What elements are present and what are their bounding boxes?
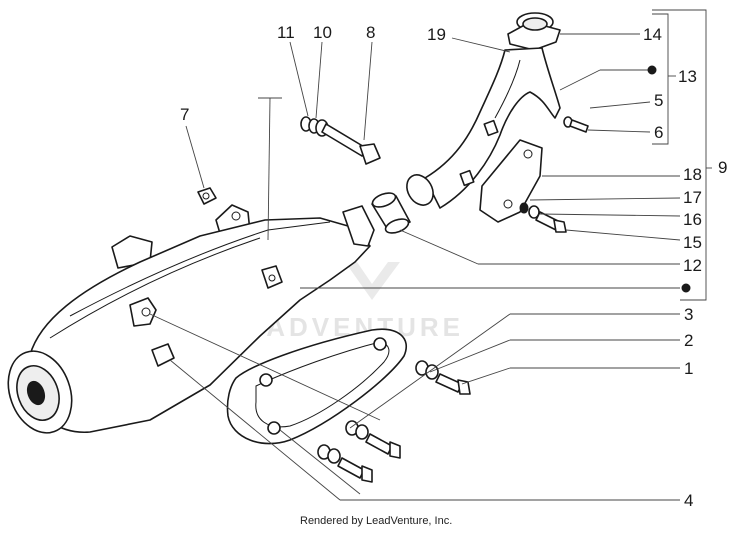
label-1: 1 [684,359,693,378]
label-10: 10 [313,23,332,42]
heat-shield [226,328,407,445]
sleeve-gasket [371,192,411,234]
label-3: 3 [684,305,693,324]
bolt-assembly-1-3 [317,360,471,483]
label-4: 4 [684,491,693,510]
leader-lines [149,9,712,501]
credit-text: Rendered by LeadVenture, Inc. [300,515,452,527]
exhaust-pipe [406,12,561,223]
label-16: 16 [683,210,702,229]
label-18: 18 [683,165,702,184]
label-15: 15 [683,233,702,252]
label-11: 11 [277,23,295,42]
label-8: 8 [366,23,375,42]
bolt-assembly-15-17 [519,202,567,233]
label-9: 9 [718,158,727,177]
label-14: 14 [643,25,662,44]
label-7: 7 [180,105,189,124]
part-number-labels: 11 10 8 7 19 14 13 5 6 18 9 17 16 15 12 … [180,23,727,510]
muffler [7,204,375,434]
label-6: 6 [654,123,663,142]
label-2: 2 [684,331,693,350]
reference-dot-13 [647,65,657,75]
bolt-assembly-8 [300,116,381,165]
label-5: 5 [654,91,663,110]
label-19: 19 [427,25,446,44]
label-17: 17 [683,188,702,207]
bolt-assembly-5-6 [563,116,589,133]
reference-dot-9 [681,283,691,293]
label-12: 12 [683,256,702,275]
nut-7 [197,187,217,205]
label-13: 13 [678,67,697,86]
